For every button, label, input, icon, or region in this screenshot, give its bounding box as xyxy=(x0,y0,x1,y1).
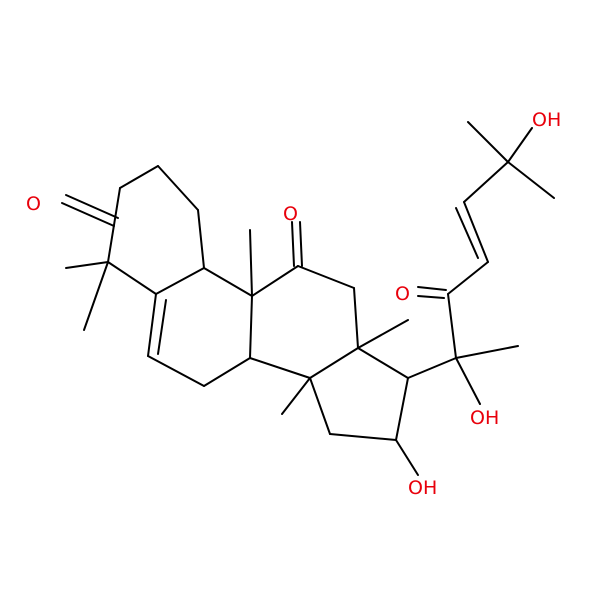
ketone-22-label: O xyxy=(395,283,410,305)
ring-a xyxy=(61,165,205,331)
ketone-3-label: O xyxy=(26,193,41,215)
ring-c xyxy=(249,221,359,379)
side-chain xyxy=(407,121,555,405)
ring-b xyxy=(147,267,253,387)
hydroxyl-25-label: OH xyxy=(532,109,561,131)
hydroxyl-20-label: OH xyxy=(470,407,499,429)
ring-d xyxy=(281,319,419,476)
ketone-11-label: O xyxy=(283,203,298,225)
hydroxyl-16-label: OH xyxy=(408,477,437,499)
